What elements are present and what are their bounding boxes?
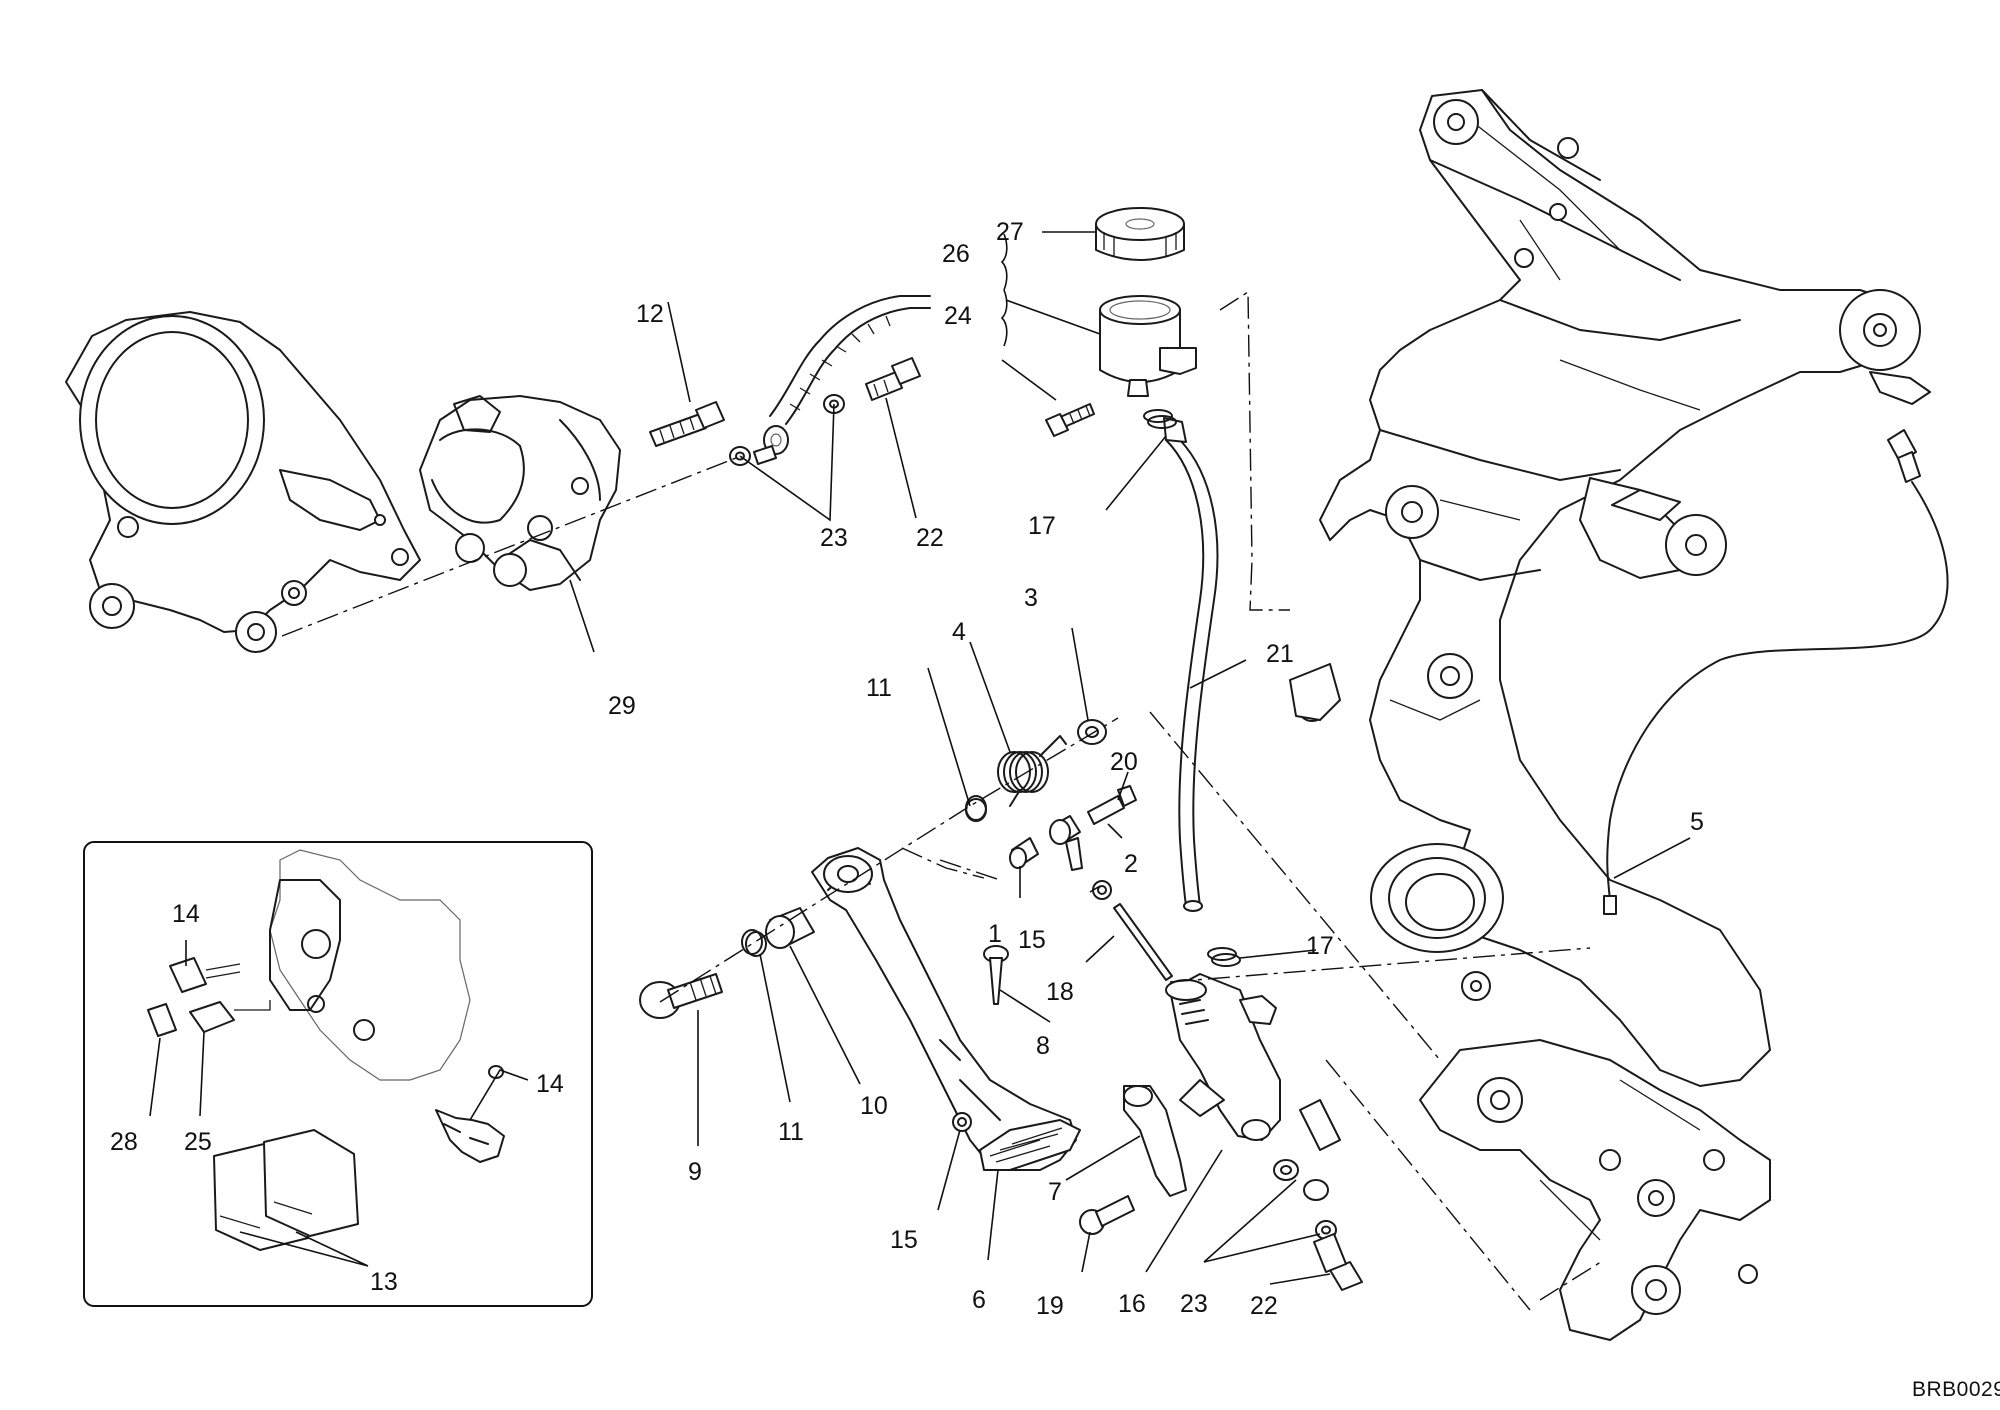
pushrod-joint: [1009, 815, 1083, 871]
callout-5: 5: [1690, 808, 1704, 836]
callout-28: 28: [110, 1128, 138, 1156]
callout-2: 2: [1124, 850, 1138, 878]
callout-25: 25: [184, 1128, 212, 1156]
callout-18: 18: [1046, 978, 1074, 1006]
callout-12: 12: [636, 300, 664, 328]
callout-22-upper: 22: [916, 524, 944, 552]
caliper-bolt: [649, 401, 725, 447]
callout-labels: 1 2 3 4 5 6 7 8 9 10 11 11 12 13 14 14 1…: [110, 218, 1704, 1320]
brake-pedal-lever: [811, 847, 1077, 1171]
braided-hose-banjo: [753, 295, 931, 465]
master-cylinder-pushrod: [1113, 903, 1173, 981]
callout-leader-lines: [149, 231, 1691, 1285]
callout-15-upper: 15: [1018, 926, 1046, 954]
master-cylinder-arm: [1123, 1085, 1187, 1197]
rear-brake-caliper: [419, 395, 621, 591]
lower-banjo-fitting: [1273, 1099, 1363, 1291]
brake-line-hose: [1163, 417, 1219, 912]
hose-clamps: [1143, 409, 1241, 967]
callout-9: 9: [688, 1158, 702, 1186]
callout-22-lower: 22: [1250, 1292, 1278, 1320]
callout-14-clip: 14: [536, 1070, 564, 1098]
callout-20: 20: [1110, 748, 1138, 776]
callout-16: 16: [1118, 1290, 1146, 1318]
callout-15-lower: 15: [890, 1226, 918, 1254]
callout-10: 10: [860, 1092, 888, 1120]
caliper-mounting-bracket: [65, 311, 421, 653]
master-cylinder-bolt: [1079, 1195, 1135, 1235]
rear-master-cylinder: [1165, 973, 1281, 1141]
return-spring: [997, 735, 1067, 807]
brake-light-switch-sensor: [1603, 429, 1949, 915]
callout-4: 4: [952, 618, 966, 646]
pedal-nuts: [952, 880, 1112, 1132]
pedal-bushing-and-ring: [741, 798, 987, 957]
callout-14-pin: 14: [172, 900, 200, 928]
frame-swingarm-assembly: [1289, 89, 1931, 1341]
pedal-adjust-screw: [983, 945, 1009, 1005]
callout-17-lower: 17: [1306, 932, 1334, 960]
banjo-bolt-upper: [865, 357, 921, 401]
sealing-washers-upper: [729, 394, 845, 466]
callout-11-upper: 11: [866, 674, 892, 702]
callout-17-upper: 17: [1028, 512, 1056, 540]
callout-8: 8: [1036, 1032, 1050, 1060]
callout-3: 3: [1024, 584, 1038, 612]
callout-21: 21: [1266, 640, 1294, 668]
pedal-tip-footplate: [979, 1119, 1081, 1171]
callout-11-lower: 11: [778, 1118, 804, 1146]
spring-washer: [1077, 719, 1107, 745]
callout-23-upper: 23: [820, 524, 848, 552]
callout-26-inset: 26: [942, 240, 970, 268]
clevis-bolt: [1087, 785, 1137, 825]
callout-13: 13: [370, 1268, 398, 1296]
callout-23-lower: 23: [1180, 1290, 1208, 1318]
callout-7: 7: [1048, 1178, 1062, 1206]
pedal-pivot-bolt: [639, 973, 723, 1019]
callout-29: 29: [608, 692, 636, 720]
assembly-center-lines: [281, 290, 1605, 1311]
callout-24: 24: [944, 302, 972, 330]
callout-6: 6: [972, 1286, 986, 1314]
inset-detail-box: [83, 841, 593, 1307]
callout-1: 1: [988, 920, 1002, 948]
reservoir-mounting-bolt: [1045, 403, 1095, 437]
drawing-code: BRB00293: [1912, 1378, 2000, 1401]
callout-27: 27: [996, 218, 1024, 246]
callout-19: 19: [1036, 1292, 1064, 1320]
brake-fluid-reservoir: [1095, 207, 1197, 397]
